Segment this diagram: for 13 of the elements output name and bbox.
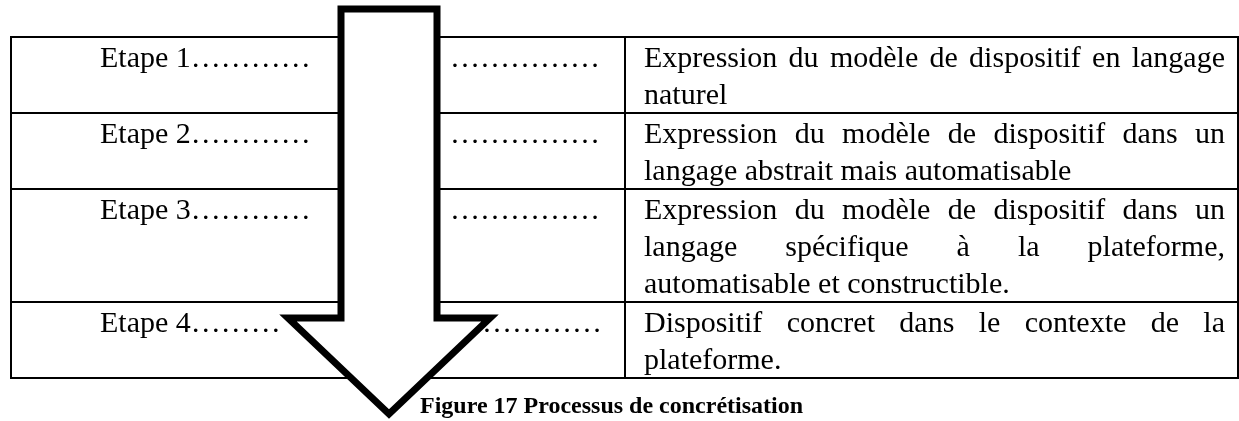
step-label: Etape 2………… bbox=[100, 115, 311, 151]
figure-caption: Figure 17 Processus de concrétisation bbox=[420, 392, 804, 419]
step-description: Expression du modèle de dispositif dans un langage abstrait mais automatisable bbox=[643, 115, 1226, 188]
step-label: Etape 1………… bbox=[100, 39, 311, 75]
step-label: Etape 3………… bbox=[100, 191, 311, 227]
step-description: Expression du modèle de dispositif dans un langage spécifique à la plateforme, automatisable et constructible. bbox=[643, 191, 1226, 301]
dotted-leader-text: …………… bbox=[450, 39, 600, 75]
dotted-leader-text: …………… bbox=[450, 191, 600, 227]
step-description: Dispositif concret dans le contexte de la plateforme. bbox=[643, 304, 1226, 377]
dotted-leader-text: ………… bbox=[482, 304, 602, 340]
step-description: Expression du modèle de dispositif en langage naturel bbox=[643, 39, 1226, 112]
step-label: Etape 4……… bbox=[100, 304, 281, 340]
dotted-leader-text: …………… bbox=[450, 115, 600, 151]
